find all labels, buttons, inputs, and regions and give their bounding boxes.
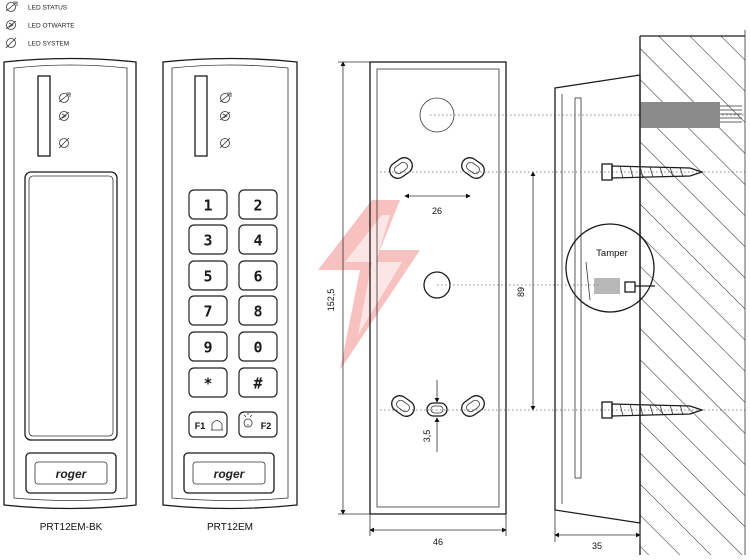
key-2[interactable]: 2 xyxy=(238,189,278,220)
key-cap[interactable] xyxy=(238,224,278,255)
key-3[interactable]: 3 xyxy=(188,224,228,255)
cable xyxy=(640,102,720,128)
tamper-label: Tamper xyxy=(596,248,628,259)
fkey-label: F2 xyxy=(261,421,272,431)
legend-label: LED OTWARTE xyxy=(28,23,75,30)
reader-caption: PRT12EM-BK xyxy=(40,522,103,533)
key-cap[interactable] xyxy=(238,411,278,438)
dimension-label: 46 xyxy=(433,537,443,547)
dimension-label: 3,5 xyxy=(422,430,432,443)
tamper-detail: Tamper xyxy=(565,223,655,313)
watermark-logo xyxy=(318,200,420,370)
led-system-icon xyxy=(58,137,70,149)
key-1[interactable]: 1 xyxy=(188,189,228,220)
key-cap[interactable] xyxy=(188,331,228,362)
key-cap[interactable] xyxy=(188,367,228,398)
led-system-icon xyxy=(219,137,231,149)
key-cap[interactable] xyxy=(188,224,228,255)
key-cap[interactable] xyxy=(238,295,278,326)
key-cap[interactable] xyxy=(188,189,228,220)
led-legend: LED STATUS LED OTWARTE LED SYSTEM xyxy=(5,1,75,49)
screw-bottom xyxy=(601,401,705,419)
key-4[interactable]: 4 xyxy=(238,224,278,255)
side-view: Tamper 35 xyxy=(554,30,746,555)
back-view: 26 152,5 46 3,5 89 xyxy=(326,61,536,547)
key-cap[interactable] xyxy=(188,260,228,291)
dimension-label: 152,5 xyxy=(326,289,336,312)
key-f1[interactable]: F1 xyxy=(188,411,228,438)
led-open-icon xyxy=(58,111,70,121)
light-bulb-icon xyxy=(243,413,253,428)
led-status-icon xyxy=(58,92,71,103)
led-status-icon xyxy=(5,1,18,12)
key-8[interactable]: 8 xyxy=(238,295,278,326)
dimension-label: 26 xyxy=(432,206,442,216)
key-star[interactable]: * xyxy=(188,367,228,398)
led-open-icon xyxy=(219,111,231,121)
bell-icon xyxy=(211,420,223,431)
key-hash[interactable]: # xyxy=(238,367,278,398)
key-label: 6 xyxy=(253,268,262,286)
reader-caption: PRT12EM xyxy=(207,522,253,533)
key-cap[interactable] xyxy=(188,295,228,326)
legend-label: LED SYSTEM xyxy=(28,41,69,48)
logo-text: roger xyxy=(56,467,88,481)
key-label: 8 xyxy=(253,303,262,321)
key-cap[interactable] xyxy=(238,331,278,362)
key-cap[interactable] xyxy=(238,367,278,398)
key-label: 9 xyxy=(203,339,212,357)
key-cap[interactable] xyxy=(188,411,228,438)
key-label: 3 xyxy=(203,232,212,250)
key-f2[interactable]: F2 xyxy=(238,411,278,438)
key-cap[interactable] xyxy=(238,260,278,291)
dimension-label: 89 xyxy=(516,287,526,297)
key-label: 2 xyxy=(253,197,262,215)
mount-holes-top xyxy=(389,157,485,179)
led-status-icon xyxy=(219,92,232,103)
fkey-label: F1 xyxy=(195,421,206,431)
keypad: 1 2 3 4 5 6 7 8 9 0 * # F1 F2 xyxy=(188,189,278,438)
key-6[interactable]: 6 xyxy=(238,260,278,291)
screw-top xyxy=(601,163,705,181)
key-label: 7 xyxy=(203,303,212,321)
cable-hole xyxy=(419,97,455,133)
led-system-icon xyxy=(5,37,17,49)
key-0[interactable]: 0 xyxy=(238,331,278,362)
reader-prt12em-bk: roger PRT12EM-BK xyxy=(3,57,137,533)
logo-text: roger xyxy=(214,467,246,481)
key-label: 4 xyxy=(253,232,262,250)
legend-label: LED STATUS xyxy=(28,5,68,12)
reader-prt12em: 1 2 3 4 5 6 7 8 9 0 * # F1 F2 roger PRT12EM xyxy=(162,57,298,533)
mount-holes-bottom xyxy=(391,395,485,417)
key-cap[interactable] xyxy=(238,189,278,220)
reader-housing-side xyxy=(554,74,641,524)
key-label: * xyxy=(203,375,212,393)
key-label: # xyxy=(253,375,262,393)
key-label: 0 xyxy=(253,339,262,357)
key-label: 1 xyxy=(203,197,212,215)
key-7[interactable]: 7 xyxy=(188,295,228,326)
dimension-label: 35 xyxy=(592,541,602,551)
key-9[interactable]: 9 xyxy=(188,331,228,362)
key-5[interactable]: 5 xyxy=(188,260,228,291)
led-open-icon xyxy=(5,20,17,30)
key-label: 5 xyxy=(203,268,212,286)
